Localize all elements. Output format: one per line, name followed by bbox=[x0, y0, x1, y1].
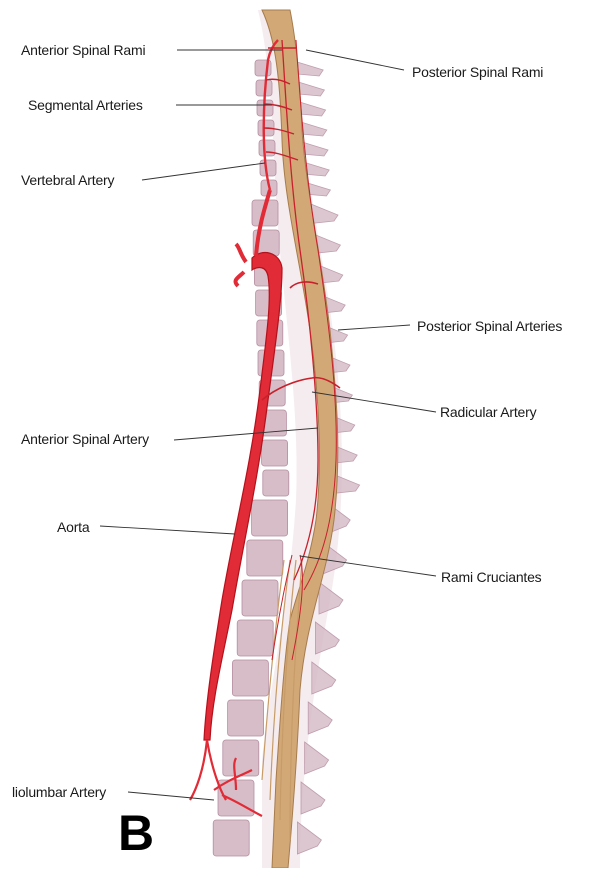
label-segmental-arteries: Segmental Arteries bbox=[28, 97, 143, 113]
label-posterior-spinal-rami: Posterior Spinal Rami bbox=[412, 64, 543, 80]
vertebral-body bbox=[262, 440, 288, 466]
vertebral-body bbox=[263, 470, 289, 496]
spinous-process bbox=[298, 82, 324, 96]
label-iliolumbar-artery: liolumbar Artery bbox=[12, 784, 106, 800]
spinous-process bbox=[312, 662, 336, 694]
label-anterior-spinal-artery: Anterior Spinal Artery bbox=[21, 431, 149, 447]
vertebral-body bbox=[242, 580, 278, 616]
vertebral-body bbox=[237, 620, 273, 656]
spinous-process bbox=[301, 122, 327, 136]
vertebral-body bbox=[223, 740, 259, 776]
vertebral-body bbox=[259, 140, 275, 156]
spinous-process bbox=[297, 62, 323, 76]
vertebral-body bbox=[252, 500, 288, 536]
spinous-process bbox=[305, 742, 329, 774]
vertebral-body bbox=[260, 160, 276, 176]
vertebral-body bbox=[228, 700, 264, 736]
panel-letter: B bbox=[118, 808, 154, 858]
spinous-process bbox=[302, 142, 328, 156]
spinous-process bbox=[297, 822, 321, 854]
vertebral-body bbox=[232, 660, 268, 696]
label-vertebral-artery: Vertebral Artery bbox=[21, 172, 114, 188]
label-rami-cruciantes: Rami Cruciantes bbox=[441, 569, 541, 585]
label-aorta: Aorta bbox=[57, 519, 89, 535]
spinous-process bbox=[301, 782, 325, 814]
leader-posterior-spinal-rami bbox=[306, 50, 404, 70]
spinous-process bbox=[300, 102, 326, 116]
label-posterior-spinal-arteries: Posterior Spinal Arteries bbox=[417, 318, 562, 334]
vertebral-body bbox=[247, 540, 283, 576]
spinous-process bbox=[315, 622, 339, 654]
label-radicular-artery: Radicular Artery bbox=[440, 404, 536, 420]
leader-aorta bbox=[100, 526, 235, 534]
label-anterior-spinal-rami: Anterior Spinal Rami bbox=[21, 42, 145, 58]
spinous-process bbox=[308, 702, 332, 734]
leader-vertebral-artery bbox=[142, 163, 265, 180]
leader-iliolumbar-artery bbox=[128, 792, 214, 800]
vertebral-body bbox=[213, 820, 249, 856]
leader-posterior-spinal-arteries bbox=[338, 325, 410, 330]
